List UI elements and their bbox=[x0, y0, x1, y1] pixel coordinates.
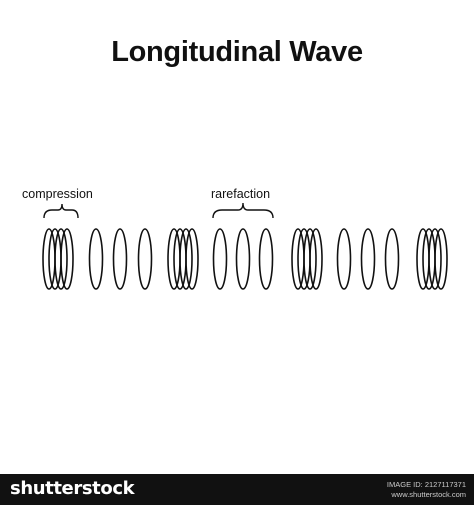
rarefaction-coil bbox=[360, 228, 376, 290]
rarefaction-coil bbox=[384, 228, 400, 290]
compression-coil bbox=[303, 228, 317, 290]
compression-coil bbox=[60, 228, 74, 290]
footer-bar: shutterstock IMAGE ID: 2127117371 www.sh… bbox=[0, 474, 474, 505]
compression-coil bbox=[434, 228, 448, 290]
compression-coil bbox=[309, 228, 323, 290]
image-meta: IMAGE ID: 2127117371 www.shutterstock.co… bbox=[387, 480, 466, 500]
rarefaction-coil bbox=[258, 228, 274, 290]
rarefaction-label: rarefaction bbox=[211, 187, 270, 201]
compression-coil bbox=[54, 228, 68, 290]
compression-coil bbox=[428, 228, 442, 290]
rarefaction-coil bbox=[88, 228, 104, 290]
wave-coils bbox=[42, 228, 448, 290]
compression-coil bbox=[179, 228, 193, 290]
image-id: IMAGE ID: 2127117371 bbox=[386, 480, 466, 489]
site-url: www.shutterstock.com bbox=[391, 490, 466, 499]
rarefaction-coil bbox=[336, 228, 352, 290]
brand-logo: shutterstock bbox=[10, 478, 135, 499]
rarefaction-coil bbox=[212, 228, 228, 290]
rarefaction-brace bbox=[212, 202, 274, 219]
rarefaction-coil bbox=[137, 228, 153, 290]
compression-coil bbox=[185, 228, 199, 290]
compression-brace bbox=[43, 203, 79, 219]
rarefaction-coil bbox=[112, 228, 128, 290]
rarefaction-coil bbox=[235, 228, 251, 290]
page-title: Longitudinal Wave bbox=[111, 36, 363, 68]
compression-label: compression bbox=[22, 187, 93, 201]
